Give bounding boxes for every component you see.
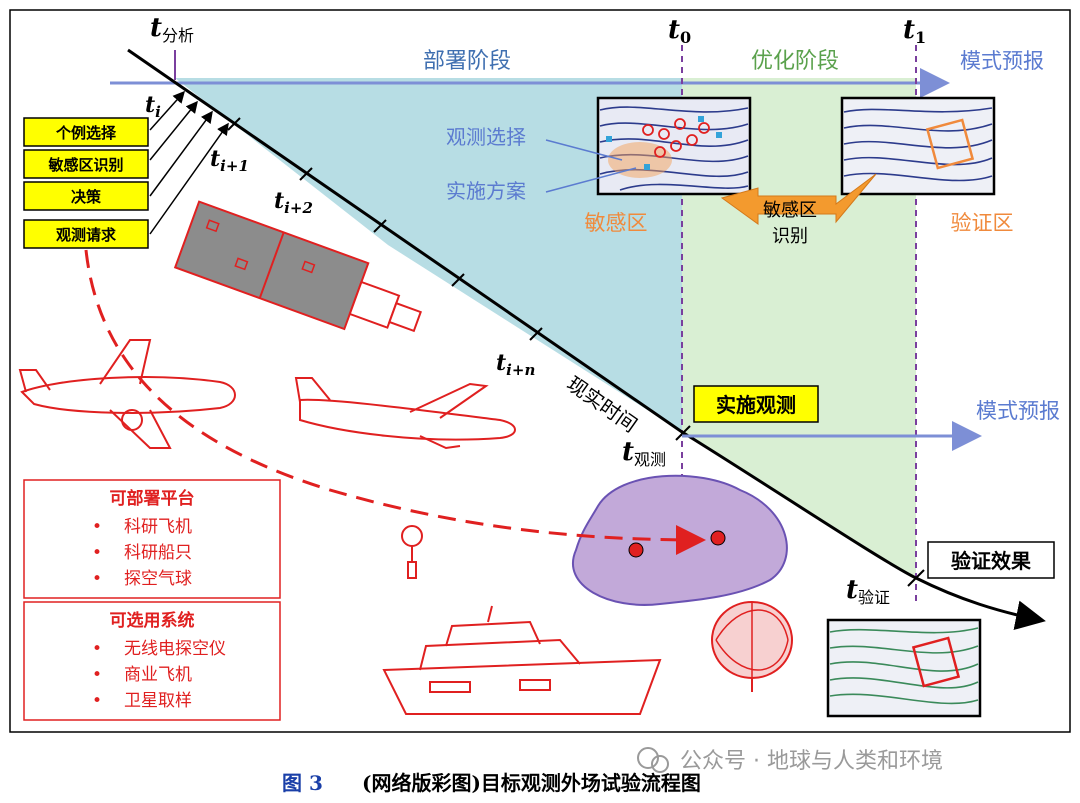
satellite-icon: [173, 200, 422, 333]
commercial-jet-icon: [294, 377, 516, 450]
tin-label: ti+n: [496, 350, 535, 379]
step-box-decision: [23, 181, 149, 211]
wechat-icon: [637, 747, 659, 769]
step-case-text: 个例选择: [55, 124, 117, 142]
step-arrows: [149, 90, 229, 235]
systems-box: [23, 601, 281, 721]
figure-number: 图 3: [282, 771, 323, 795]
system-bullet-2: •: [92, 665, 102, 685]
verify-effect-text: 验证效果: [951, 549, 1031, 573]
plan-label: 实施方案: [446, 179, 526, 203]
platforms-title: 可部署平台: [110, 488, 195, 509]
step-box-sensitive: [23, 149, 149, 179]
deploy-phase-label: 部署阶段: [423, 49, 511, 74]
sensitive-identification-arrow: [720, 173, 877, 225]
sensitive-id-line2: 识别: [772, 226, 808, 247]
step-boxes: 个例选择 敏感区识别 决策 观测请求: [23, 117, 149, 249]
sensitive-id-line1: 敏感区: [763, 200, 817, 221]
figure-caption: (网络版彩图)目标观测外场试验流程图: [362, 771, 701, 795]
timeline-ticks: [227, 117, 925, 587]
research-ship-icon: [382, 605, 662, 715]
obs-selection-pointer: [545, 139, 623, 161]
verification-result-map: [826, 618, 982, 718]
verification-map: [840, 96, 996, 196]
platform-item-3: 探空气球: [124, 569, 192, 589]
implement-observation-box: [693, 385, 819, 423]
system-item-1: 无线电探空仪: [124, 639, 226, 659]
platform-item-2: 科研船只: [124, 543, 192, 563]
watermark-text: 公众号 · 地球与人类和环境: [680, 749, 943, 774]
platforms-box: [23, 479, 281, 599]
t0-label: t0: [668, 15, 691, 47]
platform-bullet-2: •: [92, 543, 102, 563]
system-item-3: 卫星取样: [124, 691, 192, 711]
implement-observation-text: 实施观测: [716, 393, 796, 417]
verify-effect-box: [927, 541, 1055, 579]
deployment-path: [84, 249, 706, 555]
ti-label: ti: [145, 92, 161, 121]
sounding-balloon-icon: [401, 525, 423, 579]
t-obs-label: t观测: [622, 437, 666, 469]
platform-bullet-3: •: [92, 569, 102, 589]
platform-item-1: 科研飞机: [124, 517, 192, 537]
obs-point-2: [710, 530, 726, 546]
system-bullet-1: •: [92, 639, 102, 659]
step-box-request: [23, 219, 149, 249]
sensitive-map: [596, 96, 752, 196]
ti2-label: ti+2: [274, 188, 313, 217]
system-bullet-3: •: [92, 691, 102, 711]
forecast-label-mid: 模式预报: [976, 399, 1060, 423]
ti1-label: ti+1: [210, 146, 249, 175]
step-box-case: [23, 117, 149, 147]
sensitive-area-label: 敏感区: [585, 211, 648, 235]
optimize-phase-label: 优化阶段: [751, 49, 839, 74]
t-analysis-label: t分析: [150, 13, 194, 45]
forecast-label-top: 模式预报: [960, 49, 1044, 73]
t-verify-label: t验证: [846, 575, 890, 607]
research-aircraft-icon: [18, 339, 236, 449]
systems-title: 可选用系统: [110, 610, 195, 631]
verify-area-label: 验证区: [951, 211, 1014, 235]
plan-pointer: [545, 167, 637, 193]
step-decision-text: 决策: [71, 188, 102, 206]
step-request-text: 观测请求: [56, 226, 117, 244]
system-item-2: 商业飞机: [124, 665, 192, 685]
obs-selection-label: 观测选择: [446, 125, 526, 149]
platform-bullet-1: •: [92, 517, 102, 537]
real-time-line: [127, 48, 1046, 630]
obs-point-1: [628, 542, 644, 558]
watermark: 公众号 · 地球与人类和环境: [637, 747, 943, 774]
t1-label: t1: [903, 15, 926, 47]
lantern-icon: [711, 601, 793, 692]
step-sensitive-text: 敏感区识别: [47, 156, 123, 174]
